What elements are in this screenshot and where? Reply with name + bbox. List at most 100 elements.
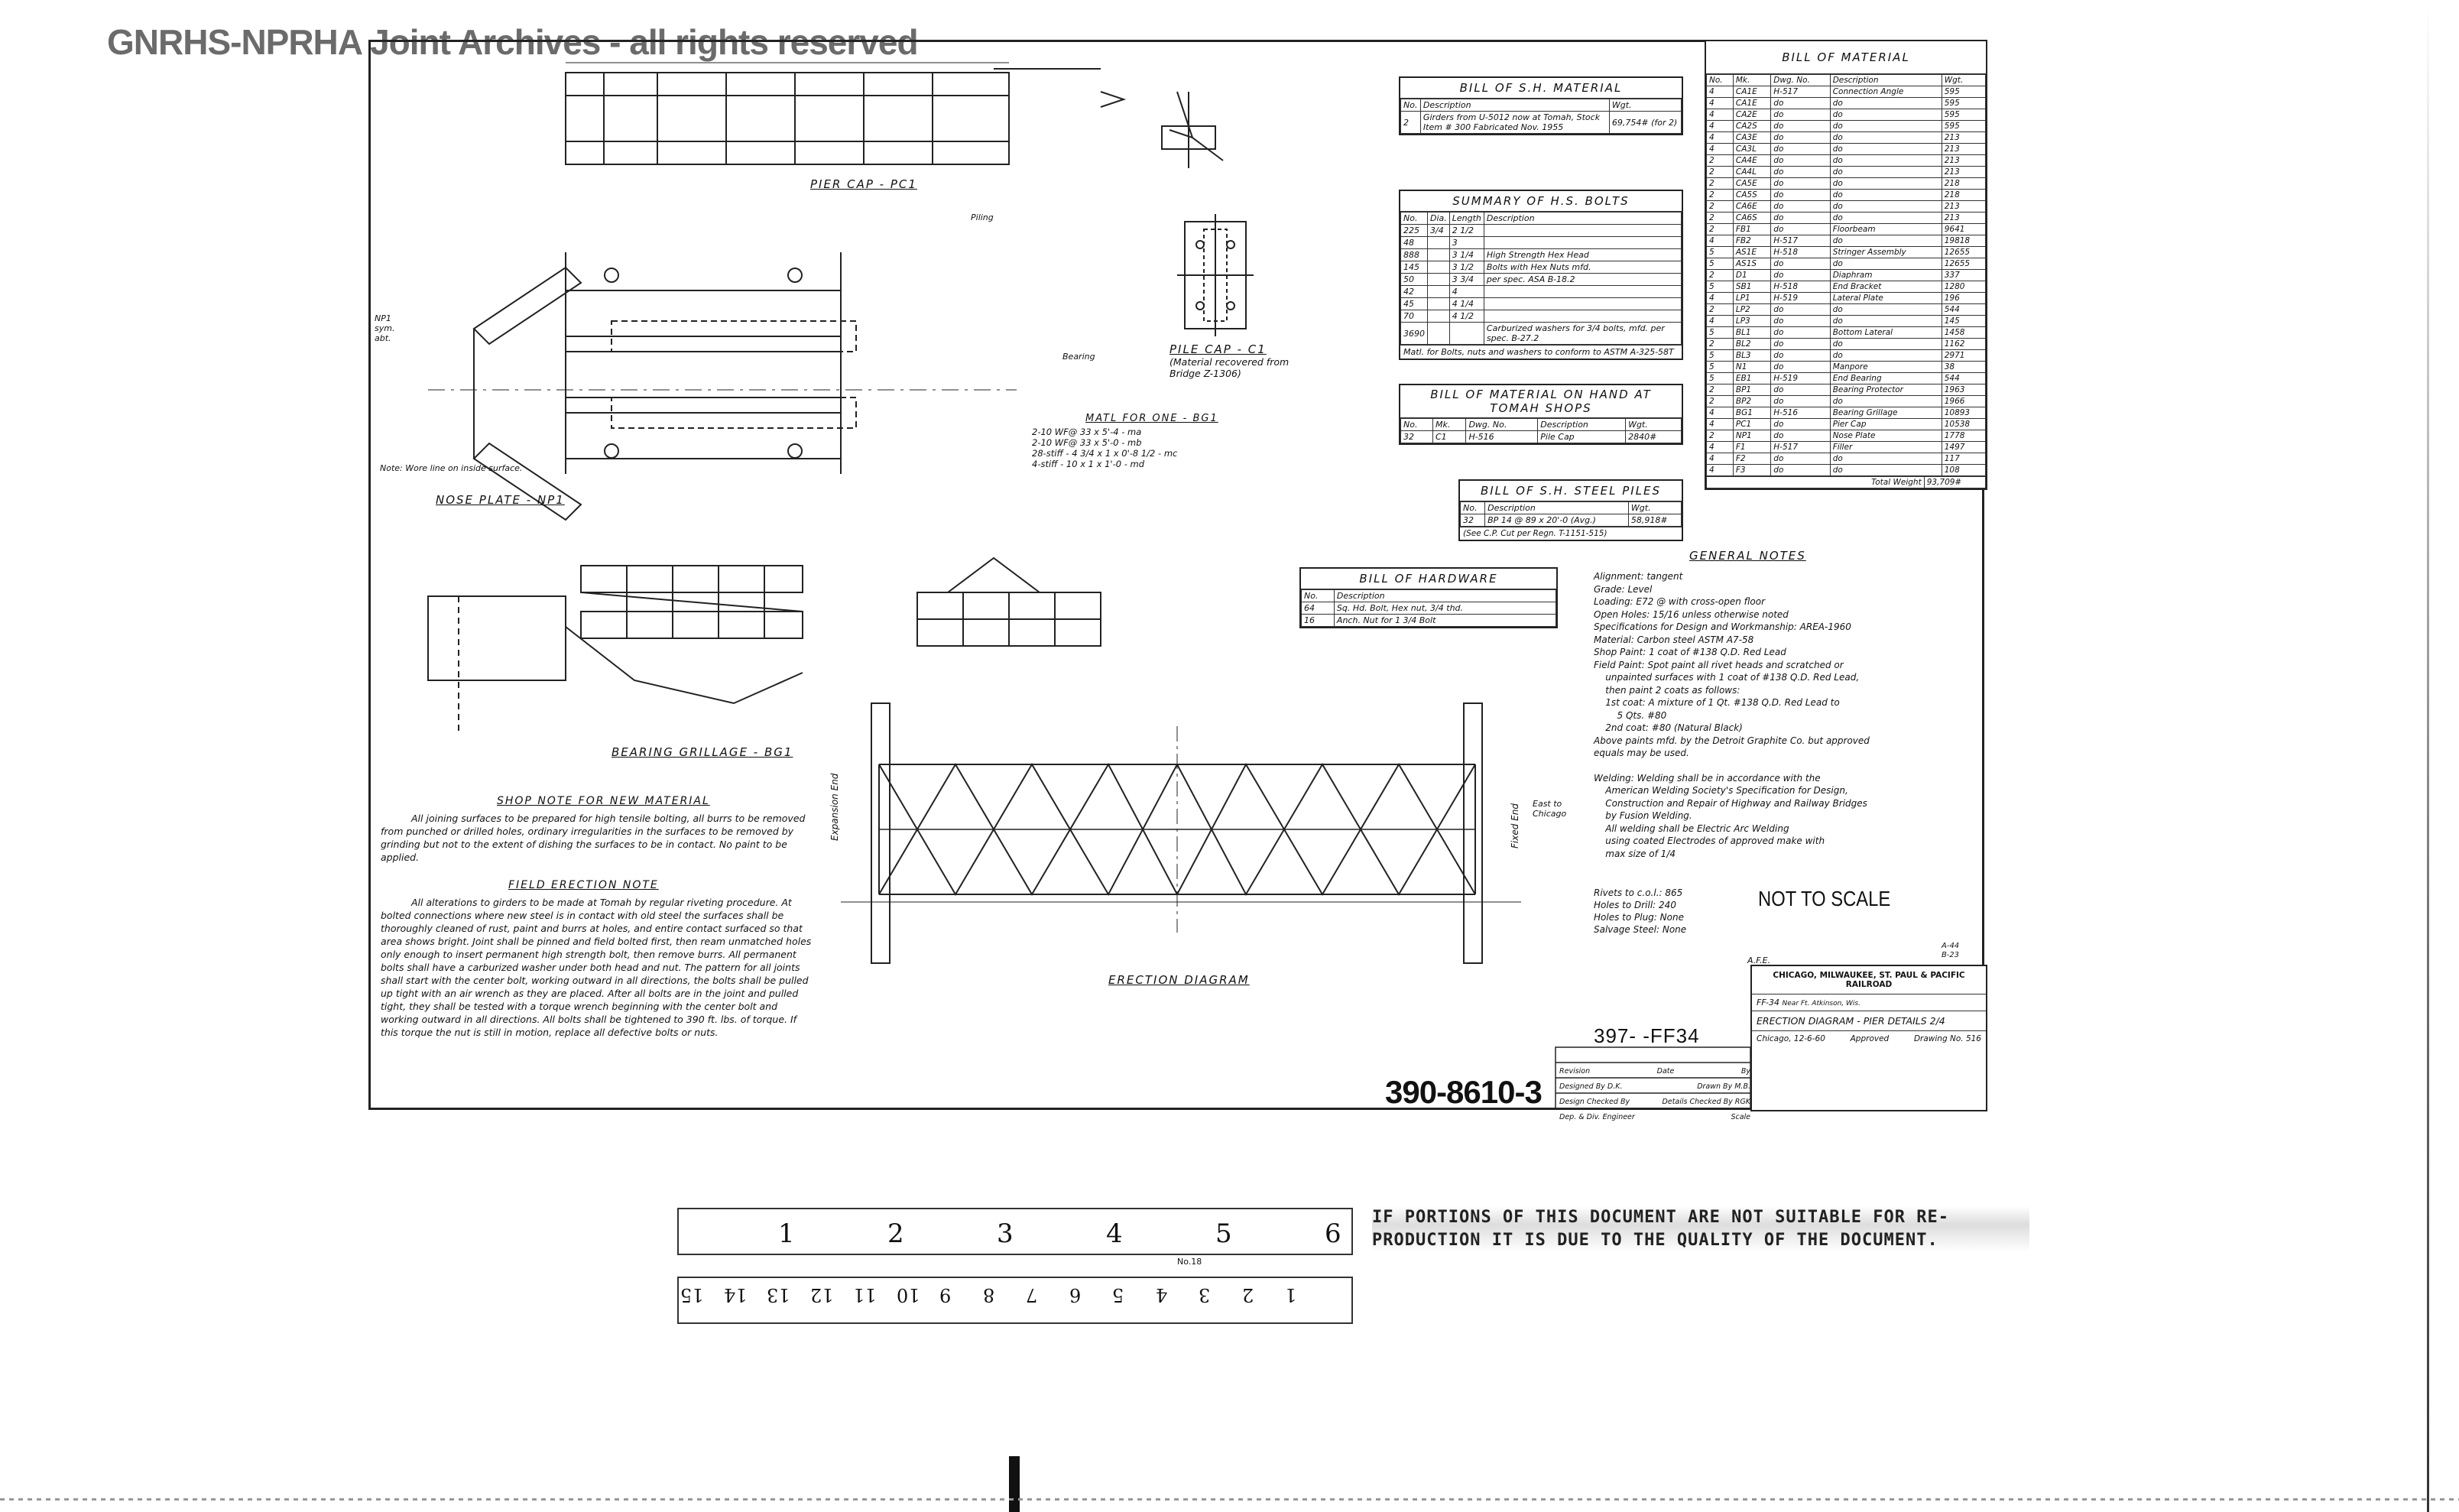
note-line: 1st coat: A mixture of 1 Qt. #138 Q.D. R…	[1594, 697, 1840, 708]
bearing-label: Bearing	[1062, 352, 1095, 362]
drawing-title: ERECTION DIAGRAM - PIER DETAILS	[1757, 1015, 1927, 1027]
title-block-lines	[1555, 1046, 1751, 1109]
bearing-grillage-drawing	[427, 556, 1101, 734]
title-block: CHICAGO, MILWAUKEE, ST. PAUL & PACIFIC R…	[1750, 965, 1987, 1111]
note-line: using coated Electrodes of approved make…	[1594, 835, 1825, 846]
ruler-number: 1	[1285, 1284, 1297, 1306]
drawing-sheet	[368, 40, 1984, 1110]
ruler-number: 13	[767, 1284, 790, 1306]
bridge-no: FF-34	[1757, 998, 1780, 1007]
note-line: Grade: Level	[1594, 583, 1653, 595]
ruler-number: 6	[1069, 1284, 1081, 1306]
note-line: Open Holes: 15/16 unless otherwise noted	[1594, 608, 1789, 620]
ruler-number: 10	[896, 1284, 920, 1306]
bridge-location: Near Ft. Atkinson, Wis.	[1782, 1000, 1860, 1007]
ruler-number: 7	[1026, 1284, 1038, 1306]
ruler-number: 12	[809, 1284, 834, 1306]
note-line: then paint 2 coats as follows:	[1594, 684, 1740, 696]
bill-material: BILL OF MATERIAL No.Mk. Dwg. No.Descript…	[1705, 40, 1987, 490]
ruler-brand: No.18	[1177, 1257, 1202, 1267]
ruler-number: 6	[1325, 1218, 1341, 1249]
ruler-number: 2	[887, 1218, 904, 1249]
erection-diagram-label: ERECTION DIAGRAM	[1108, 973, 1250, 987]
ruler-number: 4	[1155, 1284, 1167, 1306]
disclaimer-line-1: IF PORTIONS OF THIS DOCUMENT ARE NOT SUI…	[1372, 1208, 1949, 1227]
note-line: Field Paint: Spot paint all rivet heads …	[1594, 659, 1844, 670]
note-line: Material: Carbon steel ASTM A7-58	[1594, 634, 1754, 645]
rivet-line: Salvage Steel: None	[1594, 924, 1687, 935]
piles-footnote: (See C.P. Cut per Regn. T-1151-515)	[1460, 527, 1682, 540]
afe-label: A.F.E.	[1747, 956, 1771, 965]
bill-material-tomah-title: BILL OF MATERIAL ON HAND AT TOMAH SHOPS	[1400, 385, 1682, 418]
note-line: Welding: Welding shall be in accordance …	[1594, 772, 1821, 784]
ruler-number: 15	[680, 1284, 704, 1306]
summary-hs-bolts-title: SUMMARY OF H.S. BOLTS	[1400, 191, 1682, 212]
note-line: max size of 1/4	[1594, 848, 1676, 859]
pier-cap-drawing	[565, 62, 1127, 165]
nose-plate-note: Note: Wore line on inside surface.	[380, 463, 523, 473]
stamp-number: 390-8610-3	[1385, 1074, 1543, 1110]
ruler-number: 14	[723, 1284, 748, 1306]
ruler-number: 4	[1106, 1218, 1123, 1249]
bill-material-title: BILL OF MATERIAL	[1706, 41, 1986, 74]
pile-cap-drawing	[1177, 214, 1254, 336]
ruler-number: 1	[778, 1218, 795, 1249]
rivet-line: Holes to Drill: 240	[1594, 900, 1676, 910]
sheet-marks: A-44 B-23	[1942, 942, 1960, 959]
general-notes-title: GENERAL NOTES	[1689, 549, 1806, 563]
ruler-number: 3	[1199, 1284, 1211, 1306]
ruler-number: 8	[982, 1284, 994, 1306]
note-line: American Welding Society's Specification…	[1594, 785, 1848, 796]
ruler-number: 5	[1112, 1284, 1124, 1306]
east-to-chicago-label: East to Chicago	[1533, 799, 1567, 819]
reference-number: 397- -FF34	[1594, 1024, 1700, 1047]
fixed-end-label: Fixed End	[1510, 803, 1520, 848]
railroad-name: CHICAGO, MILWAUKEE, ST. PAUL & PACIFIC R…	[1752, 966, 1986, 994]
scan-artifact-bar	[1009, 1456, 1020, 1512]
pile-cap-note: (Material recovered from Bridge Z-1306)	[1169, 356, 1290, 379]
note-line: Construction and Repair of Highway and R…	[1594, 797, 1867, 809]
np1-sym-label: NP1 sym. abt.	[375, 313, 395, 343]
disclaimer-line-2: PRODUCTION IT IS DUE TO THE QUALITY OF T…	[1372, 1231, 1938, 1250]
ruler-number: 9	[939, 1284, 952, 1306]
note-line: 2nd coat: #80 (Natural Black)	[1594, 722, 1743, 733]
expansion-end-label: Expansion End	[829, 773, 840, 841]
ruler-number: 3	[997, 1218, 1014, 1249]
watermark: GNRHS-NPRHA Joint Archives - all rights …	[107, 22, 919, 62]
